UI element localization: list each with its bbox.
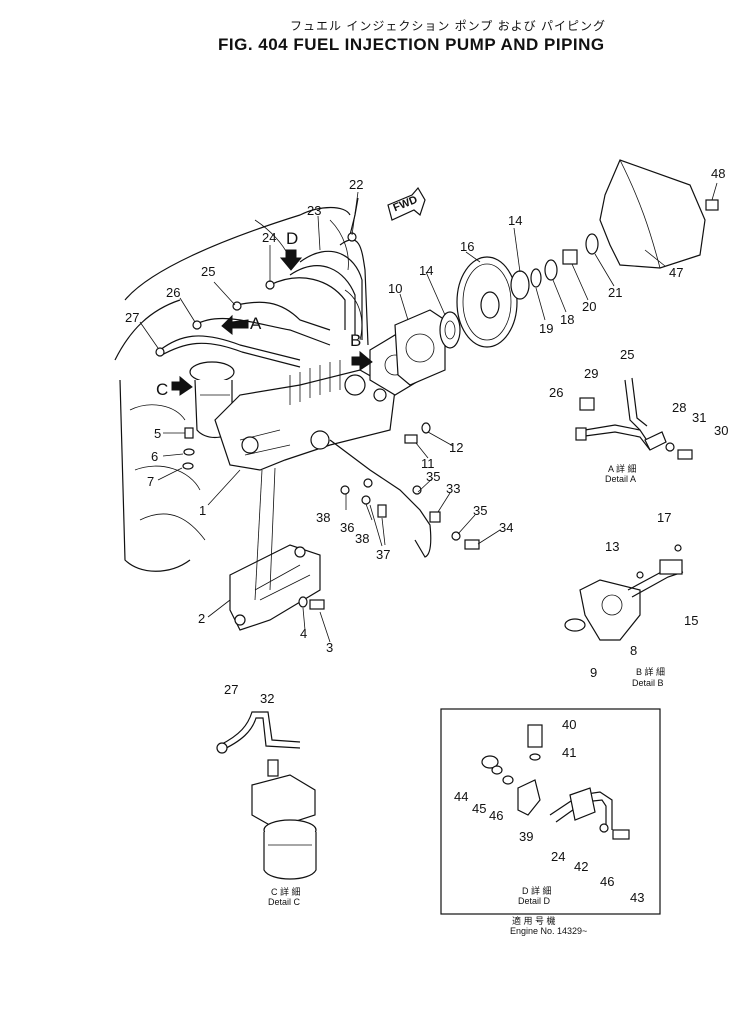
detail-c-callout-27: 27: [224, 682, 239, 697]
callout-35-upper: 35: [426, 469, 441, 484]
callout-24: 24: [262, 230, 277, 245]
injection-pump-body: [214, 334, 421, 471]
callout-35-lower: 35: [473, 503, 488, 518]
callout-47: 47: [669, 265, 684, 280]
detail-c-callout-32: 32: [260, 691, 275, 706]
detail-d-callout-46-right: 46: [600, 874, 615, 889]
callout-37: 37: [376, 547, 391, 562]
detail-b-callout-9: 9: [590, 665, 598, 680]
detail-d-callout-24: 24: [551, 849, 566, 864]
applicable-label-jp: 適 用 号 機: [512, 916, 556, 926]
callout-6: 6: [151, 449, 159, 464]
callout-23: 23: [307, 203, 322, 218]
engine-block-outline: [114, 206, 363, 572]
detail-b-callout-15: 15: [684, 613, 699, 628]
callout-26: 26: [166, 285, 181, 300]
callout-25: 25: [201, 264, 216, 279]
callout-19: 19: [539, 321, 554, 336]
callout-36: 36: [340, 520, 355, 535]
detail-a-callout-25: 25: [620, 347, 635, 362]
detail-d-callout-39: 39: [519, 829, 534, 844]
detail-a-callout-28: 28: [672, 400, 687, 415]
view-letter-c: C: [156, 380, 169, 399]
callout-33: 33: [446, 481, 461, 496]
detail-c-label-jp: C 詳 細: [271, 887, 301, 897]
detail-a-callout-31: 31: [692, 410, 707, 425]
detail-b-label: Detail B: [632, 678, 664, 688]
callout-18: 18: [560, 312, 575, 327]
view-arrows: [171, 249, 373, 396]
fwd-arrow: [387, 186, 426, 221]
detail-d-drawing: [481, 724, 630, 840]
detail-d-label-jp: D 詳 細: [522, 886, 552, 896]
detail-d-callout-40: 40: [562, 717, 577, 732]
callout-27: 27: [125, 310, 140, 325]
callout-10: 10: [388, 281, 403, 296]
callout-1: 1: [199, 503, 207, 518]
main-view-hardware: [182, 422, 480, 610]
callout-16: 16: [460, 239, 475, 254]
callout-21: 21: [608, 285, 623, 300]
detail-d-callout-43: 43: [630, 890, 645, 905]
callout-4: 4: [300, 626, 308, 641]
gear-cover: [599, 159, 719, 269]
detail-d-label: Detail D: [518, 896, 551, 906]
detail-a-callout-26: 26: [549, 385, 564, 400]
callout-38-left: 38: [316, 510, 331, 525]
detail-a-drawing: [575, 377, 693, 460]
detail-b-callout-13: 13: [605, 539, 620, 554]
detail-a-callout-29: 29: [584, 366, 599, 381]
detail-c-drawing: [216, 711, 317, 880]
title-japanese: フュエル インジェクション ポンプ および パイピング: [290, 19, 606, 33]
page-title: FIG. 404 FUEL INJECTION PUMP AND PIPING: [218, 35, 605, 54]
detail-d-frame: [440, 708, 661, 915]
detail-d-callout-46-left: 46: [489, 808, 504, 823]
callout-20: 20: [582, 299, 597, 314]
detail-c-label: Detail C: [268, 897, 301, 907]
callout-14-right: 14: [508, 213, 523, 228]
detail-d-callout-44: 44: [454, 789, 469, 804]
callout-3: 3: [326, 640, 334, 655]
view-letter-a: A: [250, 314, 262, 333]
detail-a-label-jp: A 詳 細: [608, 464, 637, 474]
callout-22: 22: [349, 177, 364, 192]
callout-5: 5: [154, 426, 162, 441]
view-letter-b: B: [350, 331, 362, 350]
callout-38-right: 38: [355, 531, 370, 546]
detail-a-label: Detail A: [605, 474, 637, 484]
callout-11: 11: [421, 456, 435, 471]
callout-2: 2: [198, 611, 206, 626]
callout-12: 12: [449, 440, 464, 455]
detail-d-callout-42: 42: [574, 859, 589, 874]
pump-bracket: [229, 467, 321, 631]
callout-7: 7: [147, 474, 155, 489]
detail-b-drawing: [564, 544, 684, 641]
detail-d-callout-41: 41: [562, 745, 577, 760]
detail-d-callout-45: 45: [472, 801, 487, 816]
view-letter-d: D: [286, 229, 299, 248]
gear-train: [394, 233, 599, 386]
callout-14-left: 14: [419, 263, 434, 278]
leader-lines: [139, 182, 718, 643]
callout-34: 34: [499, 520, 514, 535]
detail-a-callout-30: 30: [714, 423, 729, 438]
injection-pipes: [155, 197, 369, 368]
applicable-engine-number: Engine No. 14329~: [510, 926, 588, 936]
detail-b-label-jp: B 詳 細: [636, 667, 666, 677]
detail-b-callout-17: 17: [657, 510, 672, 525]
callout-48: 48: [711, 166, 726, 181]
detail-b-callout-8: 8: [630, 643, 638, 658]
